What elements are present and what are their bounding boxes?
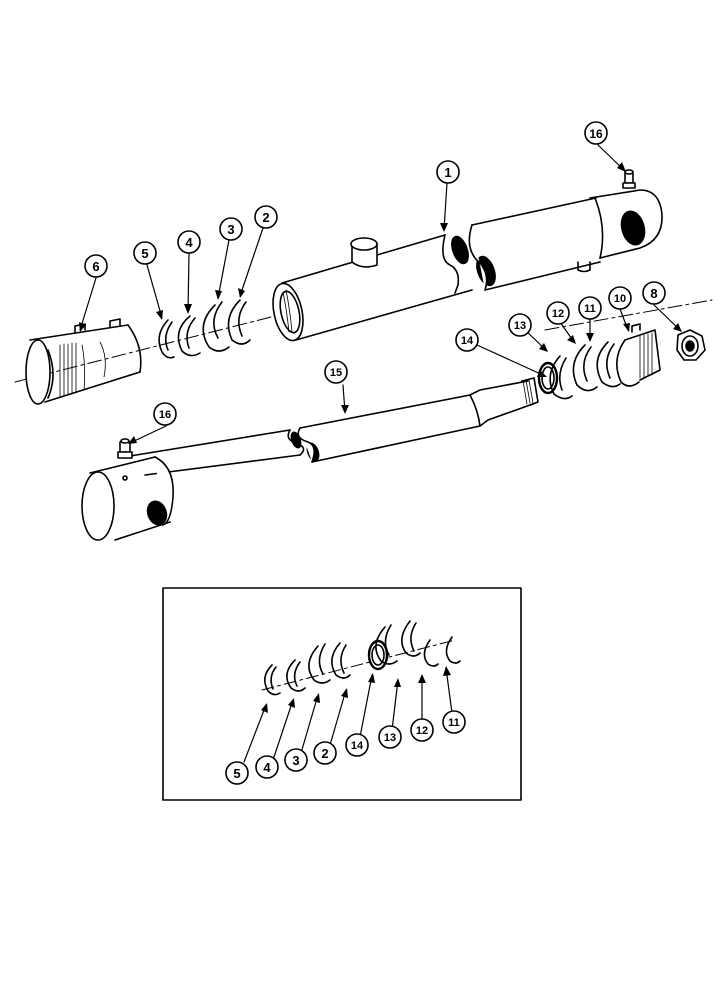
svg-text:2: 2 xyxy=(262,210,269,225)
leader-lines xyxy=(79,144,681,444)
inset-callout-11: 11 xyxy=(442,710,466,734)
svg-text:16: 16 xyxy=(589,127,603,141)
seal-4 xyxy=(177,315,201,357)
callout-15: 15 xyxy=(324,360,348,384)
callout-2: 2 xyxy=(254,205,278,229)
svg-text:13: 13 xyxy=(384,732,396,744)
callout-16-lower: 16 xyxy=(153,402,177,426)
gland-head xyxy=(25,318,142,405)
svg-text:13: 13 xyxy=(514,320,526,332)
svg-text:14: 14 xyxy=(461,335,474,347)
svg-text:8: 8 xyxy=(650,286,657,301)
seal-2 xyxy=(227,299,251,345)
svg-text:12: 12 xyxy=(416,725,428,737)
seal-13 xyxy=(549,355,573,400)
svg-text:12: 12 xyxy=(552,308,564,320)
svg-text:4: 4 xyxy=(263,760,271,775)
callouts: 1 16 2 3 4 5 6 8 10 11 12 13 14 15 16 xyxy=(84,121,666,426)
svg-text:5: 5 xyxy=(233,766,240,781)
inset-callout-4: 4 xyxy=(255,755,279,779)
nut-8 xyxy=(676,329,706,361)
callout-10: 10 xyxy=(608,286,632,310)
grease-fitting-lower xyxy=(117,438,133,459)
inset-callout-13: 13 xyxy=(378,725,402,749)
inset-callout-3: 3 xyxy=(284,748,308,772)
svg-text:4: 4 xyxy=(185,235,193,250)
svg-text:2: 2 xyxy=(321,746,328,761)
seal-3 xyxy=(202,301,230,352)
svg-text:1: 1 xyxy=(444,165,451,180)
arrow-heads xyxy=(79,162,682,444)
callout-13: 13 xyxy=(508,313,532,337)
svg-text:14: 14 xyxy=(351,740,364,752)
center-axis-line xyxy=(14,299,713,383)
svg-text:16: 16 xyxy=(159,409,171,421)
o-ring-14 xyxy=(537,361,559,395)
svg-text:11: 11 xyxy=(448,717,460,729)
callout-4: 4 xyxy=(177,230,201,254)
inset-axis-line xyxy=(261,639,456,691)
inset-callout-14: 14 xyxy=(345,733,369,757)
callout-16-top: 16 xyxy=(584,121,608,145)
grease-fitting-top xyxy=(622,169,636,189)
callout-3: 3 xyxy=(219,217,243,241)
piston-rod xyxy=(81,377,539,541)
cylinder-barrel xyxy=(272,189,663,342)
svg-text:3: 3 xyxy=(227,222,234,237)
inset-callout-5: 5 xyxy=(225,761,249,785)
callout-11: 11 xyxy=(578,296,602,320)
svg-text:11: 11 xyxy=(584,303,596,315)
callout-12: 12 xyxy=(546,301,570,325)
seal-5 xyxy=(158,319,175,359)
svg-text:15: 15 xyxy=(330,367,342,379)
svg-text:3: 3 xyxy=(292,753,299,768)
svg-text:6: 6 xyxy=(92,259,99,274)
inset-callout-2: 2 xyxy=(313,741,337,765)
svg-text:5: 5 xyxy=(141,246,148,261)
callout-8: 8 xyxy=(642,281,666,305)
piston-10 xyxy=(616,323,661,387)
svg-text:10: 10 xyxy=(614,293,626,305)
inset-callout-12: 12 xyxy=(410,718,434,742)
seal-11 xyxy=(596,341,621,388)
callout-1: 1 xyxy=(436,160,460,184)
callout-6: 6 xyxy=(84,254,108,278)
seal-12 xyxy=(572,344,598,392)
inset-detail-box: 5 4 3 2 14 13 12 11 xyxy=(162,587,522,801)
callout-14: 14 xyxy=(455,328,479,352)
callout-5: 5 xyxy=(133,241,157,265)
